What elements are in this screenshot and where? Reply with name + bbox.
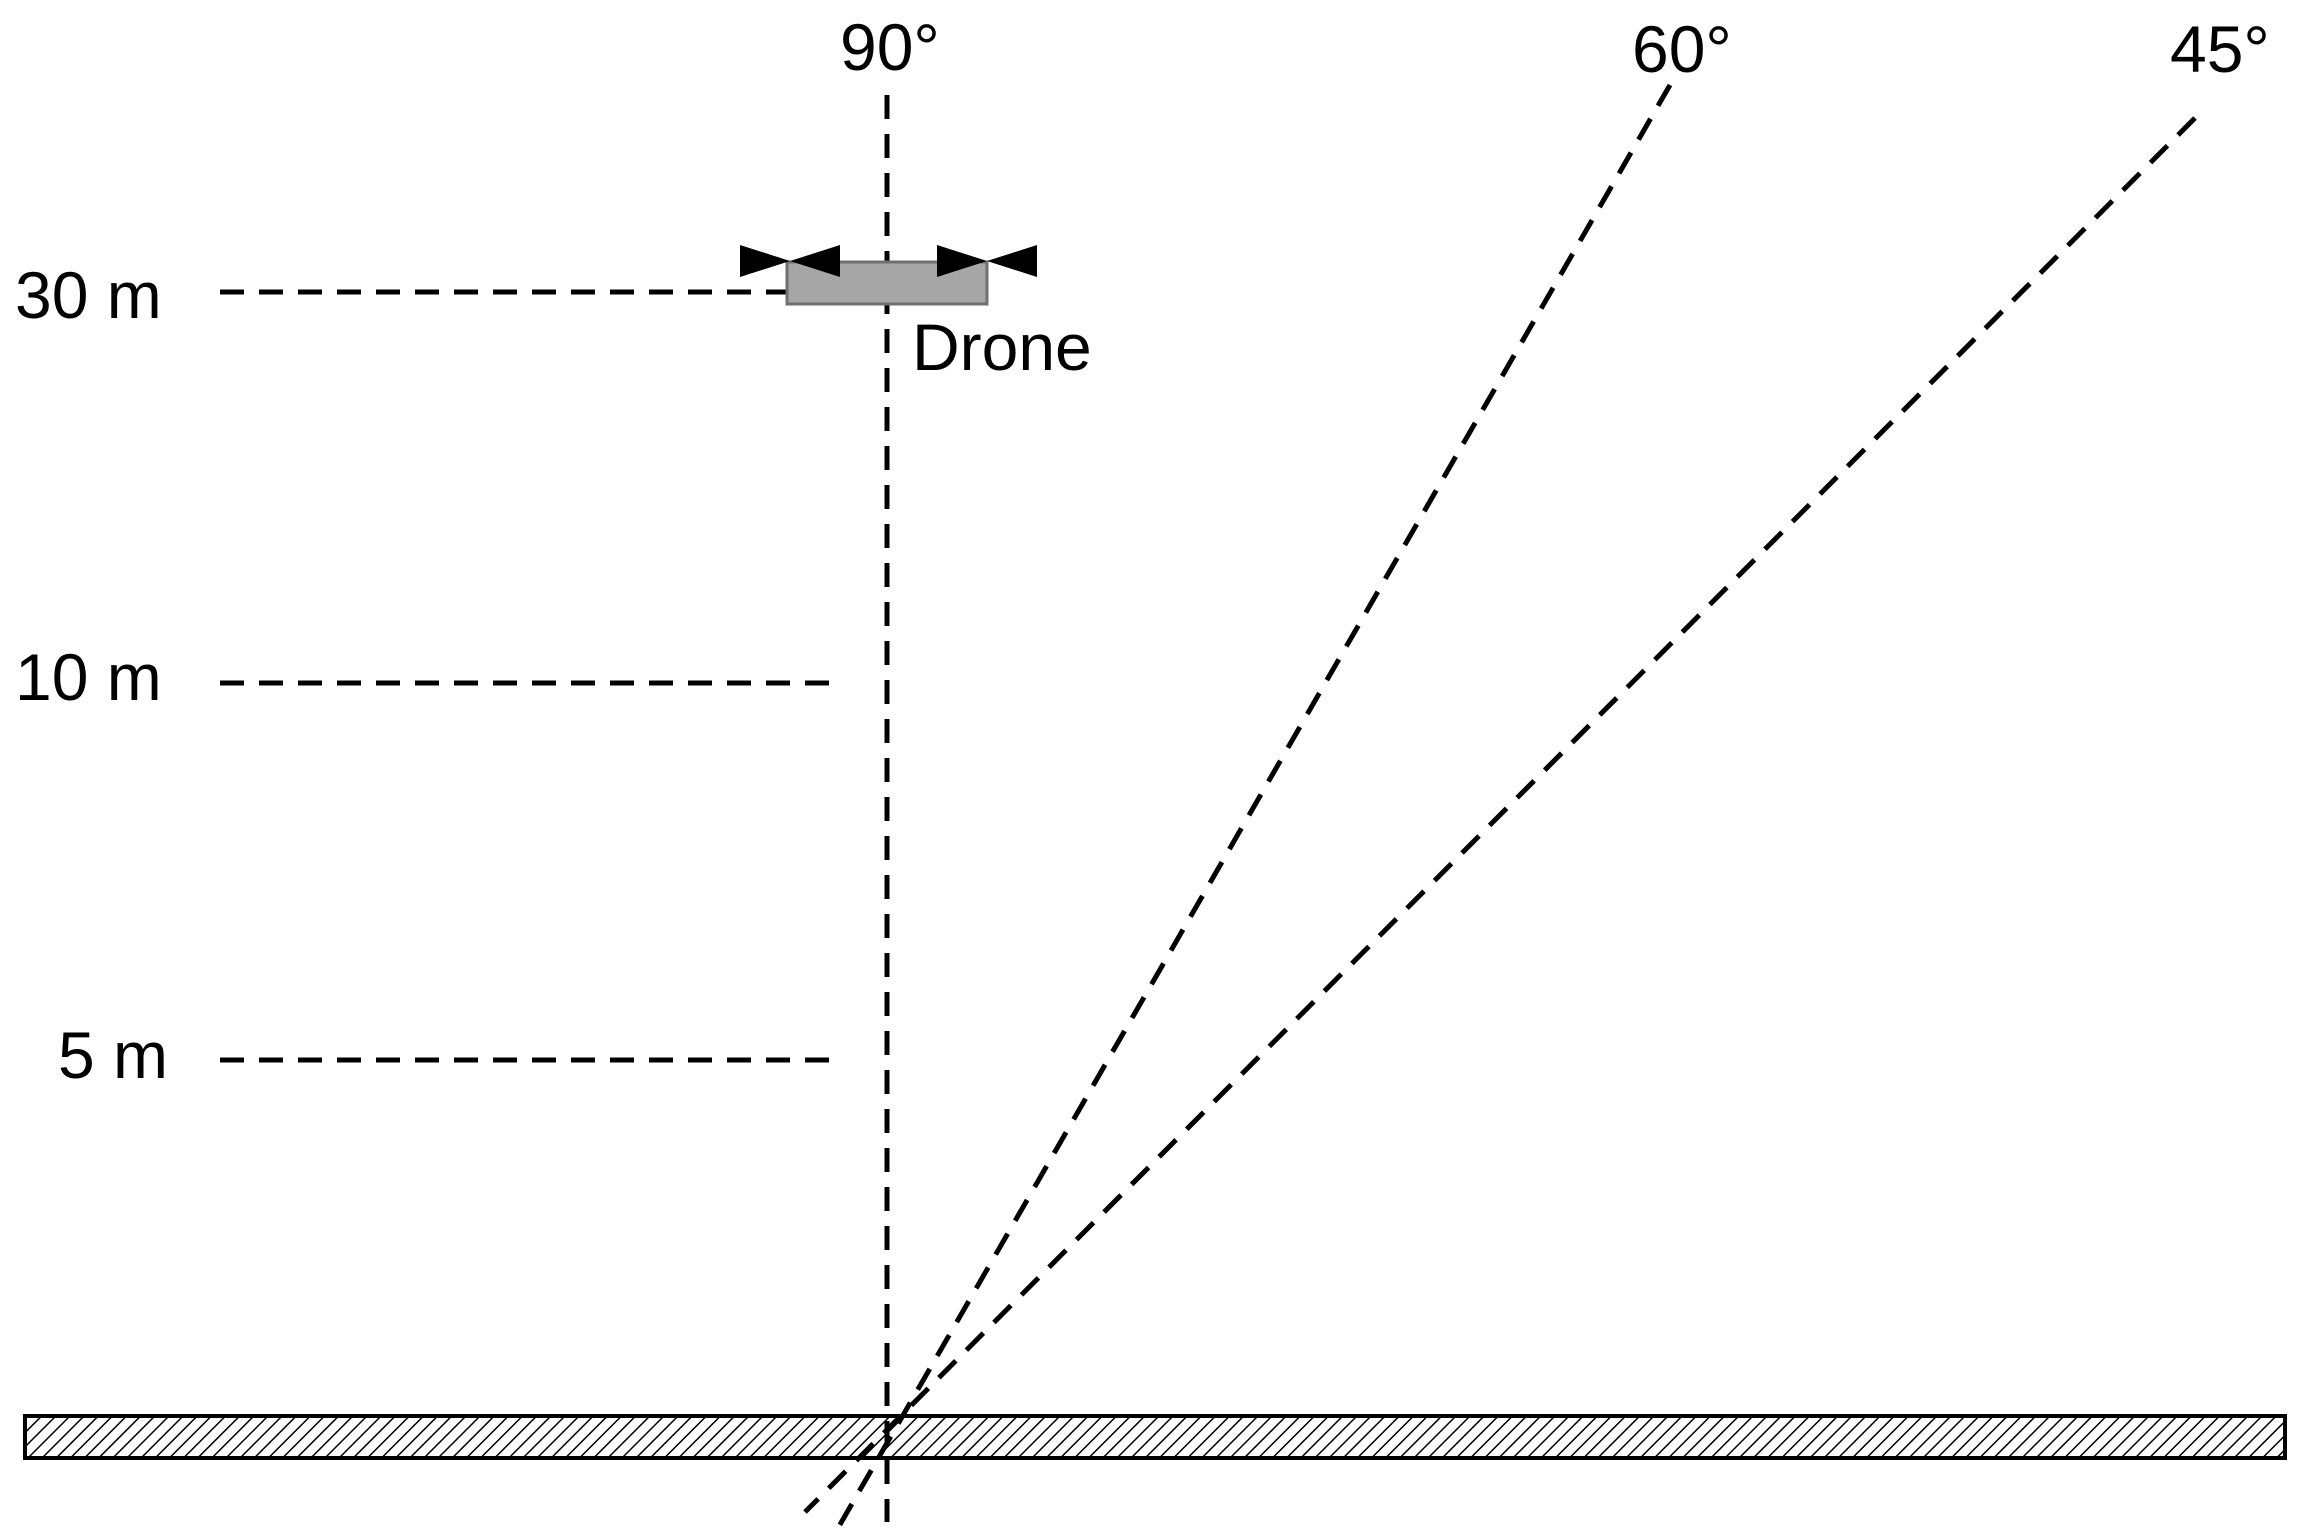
drone-propeller-right-outer — [987, 245, 1037, 277]
label-30m: 30 m — [15, 258, 162, 332]
angle-line-60 — [835, 83, 1673, 1530]
label-angle-60: 60° — [1632, 12, 1732, 86]
label-5m: 5 m — [58, 1018, 168, 1092]
label-angle-45: 45° — [2170, 12, 2270, 86]
ground-surface — [23, 1414, 2287, 1460]
drone-propeller-right — [937, 245, 987, 277]
drone-propeller-left-inner — [790, 245, 840, 277]
label-10m: 10 m — [15, 640, 162, 714]
label-angle-90: 90° — [840, 10, 940, 84]
angle-line-45 — [803, 116, 2197, 1514]
label-drone: Drone — [912, 310, 1092, 384]
drone-propeller-left — [740, 245, 790, 277]
drone-icon — [740, 245, 1037, 306]
